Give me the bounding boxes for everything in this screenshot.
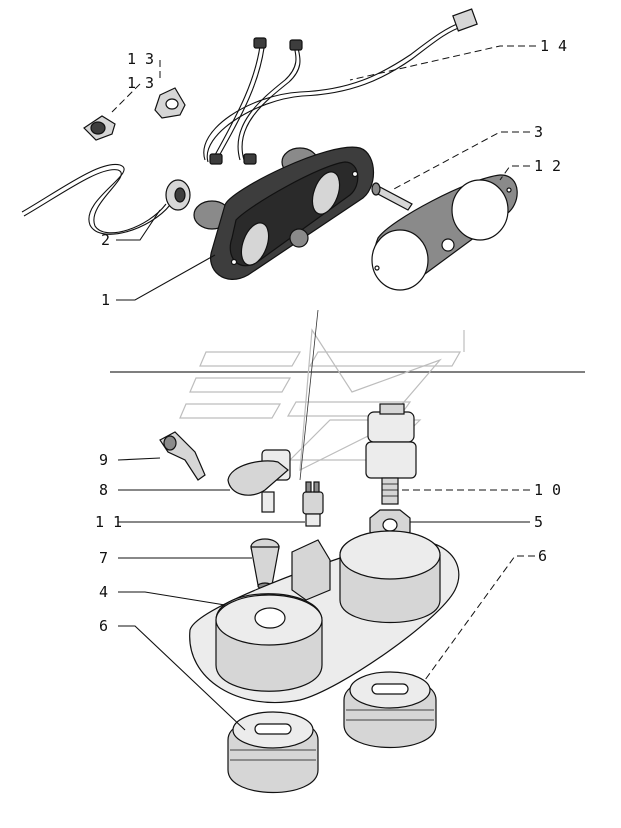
callout-6-left: 6 [99, 617, 108, 635]
callout-8: 8 [99, 481, 108, 499]
pressure-sender-10 [365, 403, 417, 505]
plug-7 [250, 538, 280, 590]
callout-labels: 1 3 1 3 1 4 3 1 2 2 1 9 8 1 0 1 1 5 7 6 … [95, 37, 567, 635]
cap-6-left [227, 711, 319, 793]
gasket-12 [371, 174, 518, 291]
callout-10: 1 0 [534, 481, 561, 499]
callout-4: 4 [99, 583, 108, 601]
callout-7: 7 [99, 549, 108, 567]
callout-14: 1 4 [540, 37, 567, 55]
cap-6-right [343, 671, 437, 748]
screw-3 [371, 182, 413, 211]
callout-3: 3 [534, 123, 543, 141]
callout-9: 9 [99, 451, 108, 469]
callout-2: 2 [101, 231, 110, 249]
callout-13-upper: 1 3 [127, 50, 154, 68]
clip-9 [159, 431, 206, 481]
callout-5: 5 [534, 513, 543, 531]
clip-13-upper [154, 87, 186, 119]
switch-8 [227, 449, 291, 513]
callout-12: 1 2 [534, 157, 561, 175]
watermark-logo [110, 309, 585, 481]
leader-lines [111, 45, 536, 731]
clip-13-lower [83, 115, 116, 141]
sensor-wire-2 [21, 163, 191, 235]
gauge-housing-1 [193, 146, 374, 280]
sensor-11 [302, 481, 324, 527]
callout-1: 1 [101, 291, 110, 309]
callout-6-right: 6 [538, 547, 547, 565]
cup-housing-4 [189, 530, 460, 704]
callout-11: 1 1 [95, 513, 122, 531]
callout-13-lower: 1 3 [127, 74, 154, 92]
wiring-harness-14 [203, 8, 478, 165]
